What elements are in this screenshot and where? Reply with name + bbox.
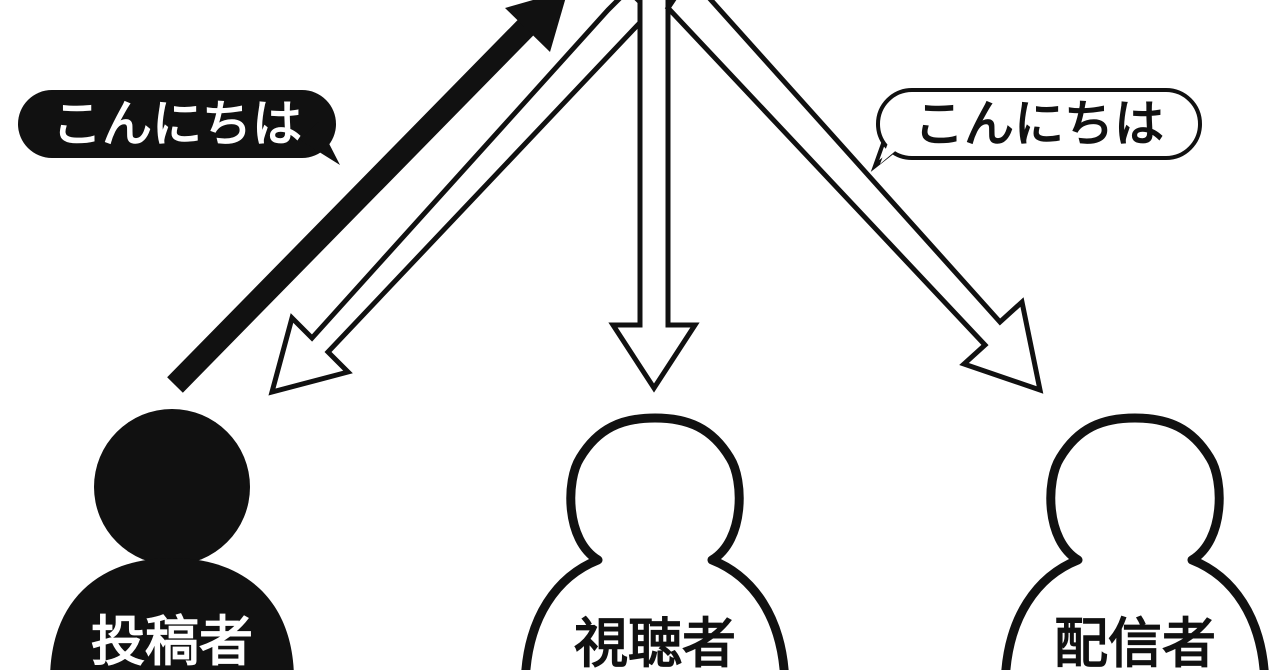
arrow-to-poster [268,0,654,396]
speech-bubble-left-text: こんにちは [52,95,302,153]
poster-head [94,409,250,565]
poster-body [50,558,294,670]
person-viewer: 視聴者 [521,413,789,670]
person-label-broadcaster: 配信者 [1054,612,1216,670]
upload-arrow [167,0,566,393]
arrow-to-viewer [608,0,700,393]
viewer-outline [521,413,789,670]
person-broadcaster: 配信者 [1001,413,1269,670]
speech-bubble-left: こんにちは [18,90,340,165]
speech-bubble-right-text: こんにちは [914,95,1164,153]
person-label-viewer: 視聴者 [574,612,736,670]
arrow-to-broadcaster [664,0,1044,394]
person-label-poster: 投稿者 [91,610,253,670]
person-poster: 投稿者 [50,409,294,670]
speech-bubble-right: こんにちは [870,88,1202,172]
broadcaster-outline [1001,413,1269,670]
